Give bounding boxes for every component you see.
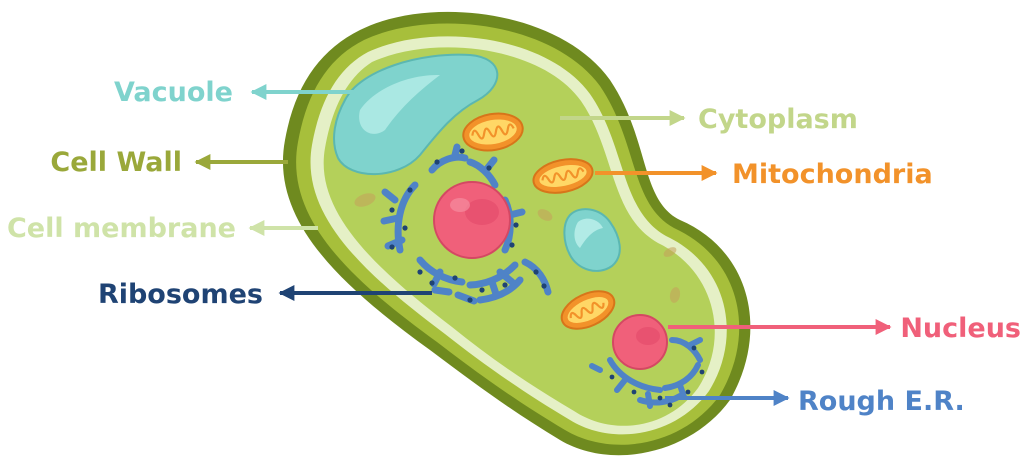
label-cell-wall: Cell Wall [50,147,182,178]
nucleus-lower [612,314,668,370]
ribosomes-dots [389,148,547,303]
rough-er-lower [589,337,703,409]
mitochondrion-2 [532,158,594,194]
label-nucleus: Nucleus [900,313,1021,344]
label-cytoplasm: Cytoplasm [698,104,858,135]
vacuole [333,53,499,176]
label-cell-membrane: Cell membrane [7,213,236,244]
mitochondrion-1 [462,112,524,152]
cytoplasm-granules [354,193,681,303]
label-vacuole: Vacuole [114,77,233,108]
mitochondrion-3 [560,290,616,330]
nucleus-main [433,181,511,259]
label-ribosomes: Ribosomes [98,279,263,310]
label-rough-er: Rough E.R. [798,386,965,417]
ribosomes-dots-lower [609,345,705,408]
small-vacuole [563,208,621,272]
label-mitochondria: Mitochondria [732,159,933,190]
